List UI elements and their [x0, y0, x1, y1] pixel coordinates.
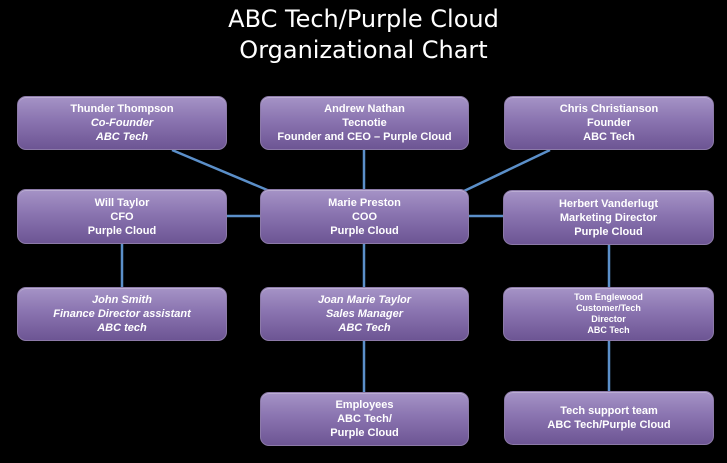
node-name: John Smith: [92, 294, 152, 306]
node-thunder-thompson: Thunder Thompson Co-Founder ABC Tech: [17, 96, 227, 150]
node-tom-englewood: Tom Englewood Customer/Tech Director ABC…: [503, 287, 714, 341]
node-name: Herbert Vanderlugt: [558, 197, 659, 210]
node-org: ABC Tech: [95, 131, 149, 143]
node-name: Chris Christianson: [559, 103, 659, 115]
node-role: Marketing Director: [559, 211, 658, 224]
connector-thunder-marie: [171, 148, 273, 194]
node-john-smith: John Smith Finance Director assistant AB…: [17, 287, 227, 341]
node-org-line-1: ABC Tech/: [337, 413, 392, 425]
node-chris-christianson: Chris Christianson Founder ABC Tech: [504, 96, 714, 150]
node-role-line-2: Director: [591, 314, 626, 324]
node-name: Will Taylor: [94, 196, 150, 209]
node-org: Purple Cloud: [574, 225, 643, 238]
node-role-line-1: Customer/Tech: [576, 303, 641, 313]
node-name: Marie Preston: [328, 196, 401, 209]
node-name: Joan Marie Taylor: [317, 294, 412, 306]
node-org: Purple Cloud: [330, 224, 399, 237]
node-role: Sales Manager: [325, 308, 404, 320]
node-org: ABC Tech: [587, 325, 630, 335]
connector-chris-marie: [461, 148, 551, 194]
node-org: Purple Cloud: [87, 224, 157, 237]
node-role: Founder: [587, 117, 631, 129]
node-herbert-vanderlugt: Herbert Vanderlugt Marketing Director Pu…: [503, 190, 714, 245]
node-role: Co-Founder: [90, 117, 154, 129]
node-org: ABC tech: [97, 322, 147, 334]
node-joan-marie-taylor: Joan Marie Taylor Sales Manager ABC Tech: [260, 287, 469, 341]
node-org: ABC Tech: [583, 131, 635, 143]
node-org-line-2: Purple Cloud: [330, 427, 399, 439]
chart-title-line-1: ABC Tech/Purple Cloud: [228, 5, 499, 33]
chart-title-line-2: Organizational Chart: [239, 36, 488, 64]
node-org: Founder and CEO – Purple Cloud: [277, 131, 452, 143]
node-tech-support-team: Tech support team ABC Tech/Purple Cloud: [504, 391, 714, 445]
node-will-taylor: Will Taylor CFO Purple Cloud: [17, 189, 227, 244]
node-role: CFO: [110, 210, 134, 223]
node-employees: Employees ABC Tech/ Purple Cloud: [260, 392, 469, 446]
node-name: Employees: [335, 399, 394, 411]
node-role: COO: [351, 210, 378, 223]
node-org: ABC Tech/Purple Cloud: [547, 419, 671, 431]
chart-title: ABC Tech/Purple Cloud Organizational Cha…: [0, 4, 727, 66]
node-name: Tech support team: [560, 405, 658, 417]
node-marie-preston: Marie Preston COO Purple Cloud: [260, 189, 469, 244]
node-org: ABC Tech: [338, 322, 391, 334]
node-andrew-nathan: Andrew Nathan Tecnotie Founder and CEO –…: [260, 96, 469, 150]
node-role: Tecnotie: [342, 117, 387, 129]
node-name: Andrew Nathan: [324, 103, 405, 115]
node-name: Thunder Thompson: [70, 103, 174, 115]
node-name: Tom Englewood: [574, 292, 643, 302]
node-role: Finance Director assistant: [53, 308, 191, 320]
